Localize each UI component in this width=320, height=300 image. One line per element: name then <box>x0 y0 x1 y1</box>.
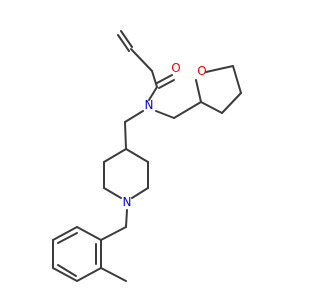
bond-ch2-benzyl-ring <box>100 226 127 241</box>
bond-n-ch2-thf <box>155 110 175 119</box>
bond-ch2-carbonyl <box>151 70 158 88</box>
bond-pipn-ch2-benzyl <box>125 209 128 228</box>
bond-vinyl-double-a <box>117 34 130 52</box>
atom-nitrogen-piperidine: N <box>123 195 132 209</box>
bond-thf-c3-c2 <box>200 101 223 114</box>
bond-vinyl-double-b <box>120 30 133 48</box>
bond-ring-c6-c1 <box>76 226 102 241</box>
bond-pip-c4-c3 <box>103 148 127 163</box>
bond-n-ch2-pip <box>124 110 144 123</box>
bond-thf-c4-c3 <box>221 92 242 114</box>
bond-carbonyl-double-a <box>156 74 173 84</box>
allyl-carbonyl-fragment <box>117 30 175 101</box>
methylbenzyl-fragment <box>52 209 128 282</box>
bond-thf-o-c5 <box>205 65 234 73</box>
bond-pip-c2-n <box>103 187 122 199</box>
bond-thf-c2-o <box>195 79 202 103</box>
tetrahydrofuranylmethyl-fragment <box>155 65 242 119</box>
atom-nitrogen-amide: N <box>145 98 154 112</box>
bond-thf-c5-c4 <box>232 65 242 94</box>
atom-oxygen-thf: O <box>197 64 206 78</box>
bond-ch-ch2 <box>130 48 153 72</box>
atom-oxygen-carbonyl: O <box>171 61 180 75</box>
bond-ring-inner-c5-c6 <box>57 232 78 244</box>
bond-ch2-pip-c4 <box>124 121 127 150</box>
bond-carbonyl-n <box>148 86 158 101</box>
bond-ring-methyl <box>100 267 127 282</box>
bond-pip-n-c6 <box>131 187 149 199</box>
bond-ring-inner-c3-c4 <box>57 264 77 277</box>
piperidine-fragment <box>103 110 149 199</box>
bond-ring-c5-c6 <box>52 226 78 241</box>
chemical-structure: O N O N <box>52 30 242 282</box>
bond-ring-c3-c4 <box>52 267 78 282</box>
bond-carbonyl-double-b <box>158 79 175 89</box>
bond-pip-c5-c4 <box>125 148 149 163</box>
bond-ch2-thf-c2 <box>173 101 202 119</box>
bond-ring-c2-c3 <box>76 267 102 282</box>
